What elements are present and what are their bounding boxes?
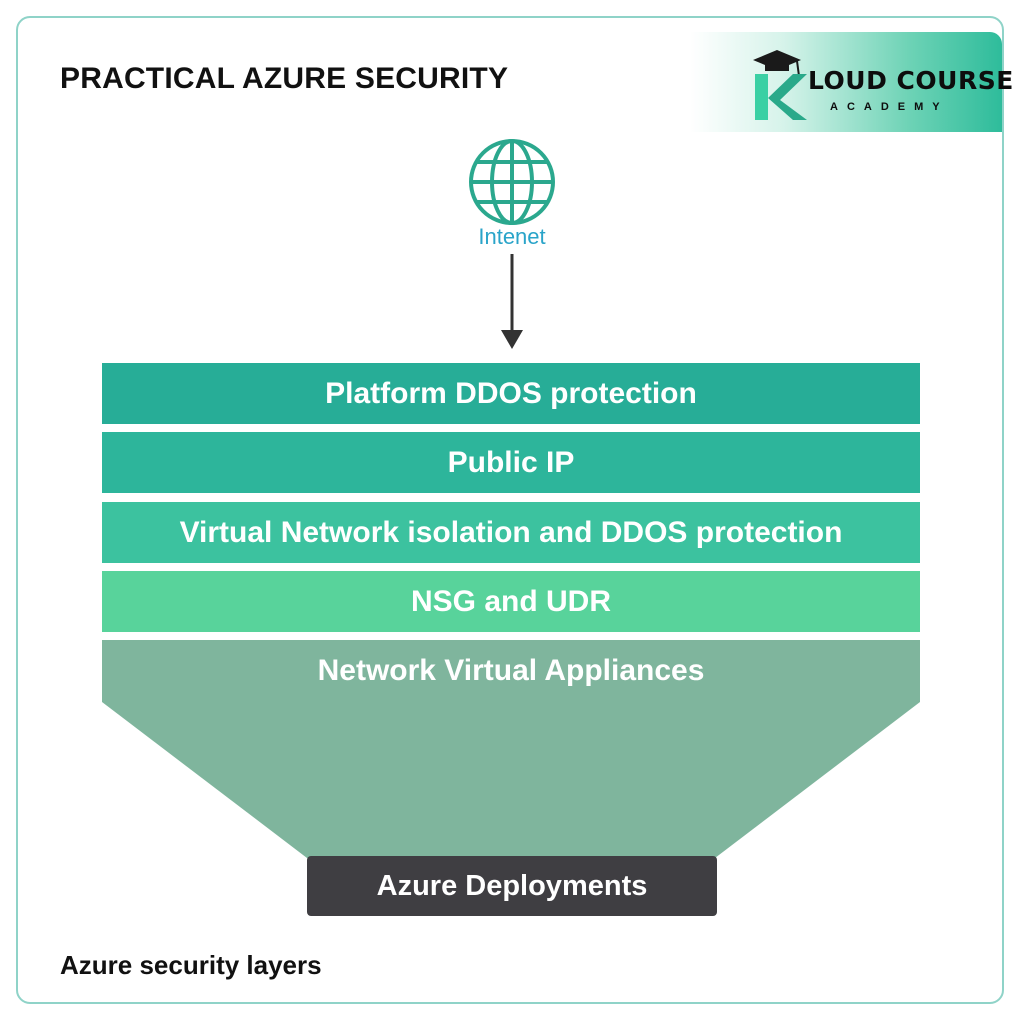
layer-platform-ddos: Platform DDOS protection: [102, 363, 920, 424]
layer-nsg-udr: NSG and UDR: [102, 571, 920, 632]
diagram-caption: Azure security layers: [60, 950, 322, 980]
layer-label: Virtual Network isolation and DDOS prote…: [179, 515, 843, 549]
internet-label: Intenet: [478, 224, 546, 249]
globe-icon: [469, 139, 555, 225]
layer-label: NSG and UDR: [410, 584, 611, 618]
brand-logo: LOUD COURSE ACADEMY: [690, 32, 1013, 132]
layer-label: Platform DDOS protection: [325, 376, 697, 410]
graduation-cap-logo-icon: [753, 50, 807, 120]
brand-name: LOUD COURSE: [808, 66, 1014, 95]
funnel-label: Network Virtual Appliances: [317, 653, 705, 687]
brand-subtitle: ACADEMY: [830, 101, 949, 113]
layer-public-ip: Public IP: [102, 432, 920, 493]
azure-deployments-box: Azure Deployments: [307, 856, 717, 916]
funnel-nva: [102, 640, 920, 858]
layer-label: Public IP: [447, 445, 575, 479]
page-title: PRACTICAL AZURE SECURITY: [60, 62, 509, 95]
down-arrow-icon: [501, 254, 523, 349]
layer-vnet-isolation: Virtual Network isolation and DDOS prote…: [102, 502, 920, 563]
